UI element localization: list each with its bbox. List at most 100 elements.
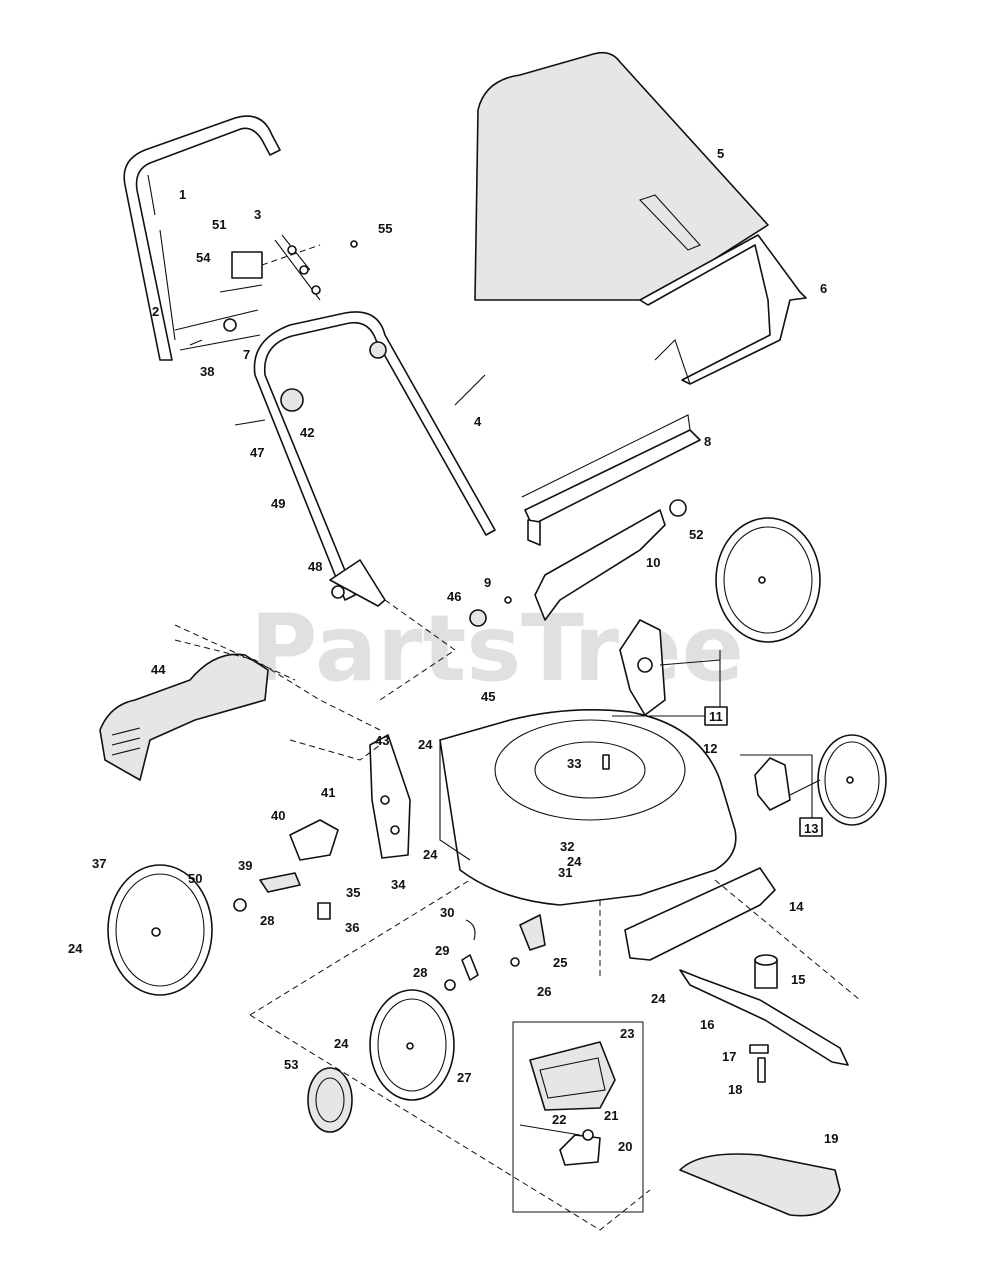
inset-bracket-20 bbox=[559, 1134, 601, 1166]
callout-47: 47 bbox=[250, 445, 264, 460]
discharge-chute[interactable] bbox=[99, 653, 269, 781]
mower-deck[interactable] bbox=[439, 708, 737, 906]
cable-assembly bbox=[219, 234, 358, 301]
callout-24a: 24 bbox=[418, 737, 433, 752]
callout-50: 50 bbox=[188, 871, 202, 886]
screw-28b bbox=[444, 979, 456, 991]
spring-30 bbox=[465, 919, 476, 941]
callout-7: 7 bbox=[243, 347, 250, 362]
front-axle-bracket[interactable] bbox=[754, 757, 821, 811]
inset-spring-21 bbox=[582, 1129, 594, 1141]
callout-23: 23 bbox=[620, 1026, 634, 1041]
callout-15: 15 bbox=[791, 972, 805, 987]
callout-3: 3 bbox=[254, 207, 261, 222]
callout-28b: 28 bbox=[413, 965, 427, 980]
leader-lines bbox=[174, 599, 861, 1231]
callout-11: 11 bbox=[709, 709, 723, 724]
callout-33: 33 bbox=[567, 756, 581, 771]
callout-36: 36 bbox=[345, 920, 359, 935]
axle-bracket-40[interactable] bbox=[289, 819, 339, 861]
callout-39: 39 bbox=[238, 858, 252, 873]
callout-6: 6 bbox=[820, 281, 827, 296]
callout-51: 51 bbox=[212, 217, 226, 232]
callout-40: 40 bbox=[271, 808, 285, 823]
callout-24d: 24 bbox=[651, 991, 666, 1006]
callout-54: 54 bbox=[196, 250, 211, 265]
wheel-rear-left[interactable] bbox=[369, 989, 455, 1101]
inset-box bbox=[512, 1021, 644, 1213]
mulch-plug[interactable] bbox=[679, 1153, 841, 1217]
wheel-front-left[interactable] bbox=[107, 864, 213, 996]
callout-16: 16 bbox=[700, 1017, 714, 1032]
callout-5: 5 bbox=[717, 146, 724, 161]
rear-flap-rod[interactable] bbox=[521, 414, 701, 546]
bag-frame[interactable] bbox=[639, 234, 807, 385]
callout-25: 25 bbox=[553, 955, 567, 970]
lever-29 bbox=[461, 954, 479, 981]
callout-37: 37 bbox=[92, 856, 106, 871]
handle-pin bbox=[454, 374, 486, 406]
callout-30: 30 bbox=[440, 905, 454, 920]
callout-35: 35 bbox=[346, 885, 360, 900]
callout-46: 46 bbox=[447, 589, 461, 604]
callout-26: 26 bbox=[537, 984, 551, 999]
bushing-46 bbox=[469, 609, 487, 627]
callout-29: 29 bbox=[435, 943, 449, 958]
callout-14: 14 bbox=[789, 899, 804, 914]
callout-34: 34 bbox=[391, 877, 406, 892]
watermark: PartsTree bbox=[250, 595, 744, 702]
bolt-33 bbox=[602, 754, 610, 770]
wheel-front-right[interactable] bbox=[817, 734, 887, 826]
callout-21: 21 bbox=[604, 1108, 618, 1123]
callout-17: 17 bbox=[722, 1049, 736, 1064]
callout-20: 20 bbox=[618, 1139, 632, 1154]
deck-skirt[interactable] bbox=[624, 867, 776, 961]
height-adjuster-plate[interactable] bbox=[369, 734, 411, 859]
lever-39 bbox=[259, 872, 301, 893]
handle-upper[interactable] bbox=[123, 115, 281, 361]
callout-24f: 24 bbox=[567, 854, 582, 869]
bolt-26 bbox=[510, 957, 520, 967]
callout-32: 32 bbox=[560, 839, 574, 854]
mower-blade[interactable] bbox=[679, 969, 849, 1066]
callout-45: 45 bbox=[481, 689, 495, 704]
callout-19: 19 bbox=[824, 1131, 838, 1146]
bell-washer-17 bbox=[749, 1044, 769, 1054]
callout-24b: 24 bbox=[423, 847, 438, 862]
callout-28a: 28 bbox=[260, 913, 274, 928]
callout-12: 12 bbox=[703, 741, 717, 756]
callout-4: 4 bbox=[474, 414, 482, 429]
inset-cover-23[interactable] bbox=[529, 1041, 616, 1111]
callout-31: 31 bbox=[558, 865, 572, 880]
rear-baffle[interactable] bbox=[534, 509, 666, 621]
grass-bag[interactable] bbox=[474, 51, 769, 301]
callout-44: 44 bbox=[151, 662, 166, 677]
rear-hinge-bracket[interactable] bbox=[619, 619, 721, 716]
callout-22: 22 bbox=[552, 1112, 566, 1127]
callout-43: 43 bbox=[375, 733, 389, 748]
callout-27: 27 bbox=[457, 1070, 471, 1085]
knobs bbox=[189, 318, 387, 599]
callout-24e: 24 bbox=[334, 1036, 349, 1051]
callout-13: 13 bbox=[804, 821, 818, 836]
callout-10: 10 bbox=[646, 555, 660, 570]
inset-rod-22 bbox=[519, 1124, 581, 1136]
callout-48: 48 bbox=[308, 559, 322, 574]
callout-24c: 24 bbox=[68, 941, 83, 956]
callout-9: 9 bbox=[484, 575, 491, 590]
blade-adapter bbox=[754, 954, 778, 989]
bolt-9 bbox=[504, 596, 512, 604]
handle-lower[interactable] bbox=[253, 311, 496, 601]
callout-41: 41 bbox=[321, 785, 335, 800]
callout-38: 38 bbox=[200, 364, 214, 379]
callout-53: 53 bbox=[284, 1057, 298, 1072]
callout-8: 8 bbox=[704, 434, 711, 449]
callout-52: 52 bbox=[689, 527, 703, 542]
callout-42: 42 bbox=[300, 425, 314, 440]
blade-bolt-18 bbox=[757, 1057, 766, 1083]
callout-labels: 1 2 3 4 11 13 5 6 7 8 9 10 12 14 15 16 1… bbox=[68, 146, 838, 1154]
spacer-36 bbox=[317, 902, 331, 920]
drive-gear bbox=[307, 1067, 353, 1133]
wheel-rear-right[interactable] bbox=[715, 517, 821, 643]
